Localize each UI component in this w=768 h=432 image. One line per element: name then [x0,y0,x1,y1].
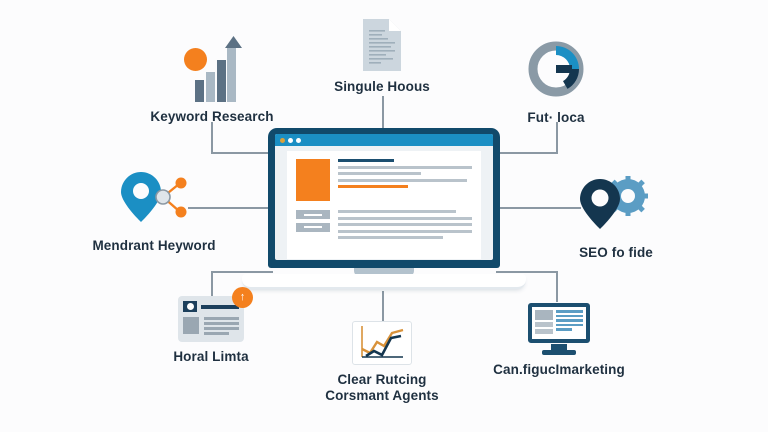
bar-chart-growth-icon [170,34,254,102]
connector-keyword-research-horizontal [211,152,273,154]
map-pin-gear-icon [576,175,656,238]
monitor-line [556,314,583,317]
monitor-foot [542,350,576,355]
connector-seo-fo-fide-horizontal [499,207,581,209]
card-thumbnail [183,317,199,334]
connector-fut-loca-horizontal [496,152,558,154]
text-line [338,229,472,233]
webpage-content [287,151,481,259]
text-line [338,210,456,213]
node-label: Mendrant Heyword [92,238,216,253]
window-dot-minimize-icon[interactable] [288,137,293,143]
node-label: SEO fo fide [579,245,653,260]
text-line [338,223,472,226]
monitor-line [556,323,583,326]
card-logo-icon [183,301,197,312]
node-fut-loca[interactable]: Fut· loca [506,40,606,126]
document-svg [363,19,401,71]
hero-image-placeholder [296,159,330,201]
laptop-hinge [242,268,526,289]
node-label: Singule Hoous [334,79,430,94]
text-line [338,172,422,175]
browser-titlebar [275,134,493,146]
node-configd-marketing[interactable]: Can.figucImarketing [493,303,625,378]
map-pin-gear-svg [580,176,648,229]
content-text-block [338,159,472,201]
sidebar-buttons [296,210,330,239]
connector-horal-limta-vertical [211,271,213,302]
map-pin-share-svg [121,172,187,222]
node-mendrant-heyword[interactable]: Mendrant Heyword [84,170,224,254]
window-dot-maximize-icon[interactable] [296,137,301,143]
node-label: Can.figucImarketing [493,362,625,377]
card-title-bar [201,304,239,309]
sidebar-button[interactable] [296,222,330,232]
laptop-browser-mockup [242,128,526,289]
laptop-base [242,274,526,289]
bar-chart-svg [195,36,242,102]
node-seo-fo-fide[interactable]: SEO fo fide [556,175,676,261]
connector-clear-rutcing-vertical [382,291,384,323]
badge-value: ↑ [239,291,246,303]
text-line [338,216,472,220]
connector-configd-marketing-horizontal [496,271,558,273]
window-dot-close-icon[interactable] [280,137,285,143]
monitor-line [556,328,573,331]
laptop-screen-frame [268,128,500,268]
monitor-line [556,310,583,313]
browser-window [275,134,493,260]
sidebar-button[interactable] [296,210,330,219]
article-card-icon: ↑ [178,287,253,342]
text-line [338,236,443,239]
map-pin-share-icon [115,170,193,231]
notification-badge: ↑ [232,287,253,308]
monitor-block [535,310,553,320]
heading-line [338,159,395,162]
monitor-block [535,322,553,327]
connector-mendrant-heyword-horizontal [188,207,270,209]
node-single-hoous[interactable]: Singule Hoous [326,18,438,95]
connector-horal-limta-horizontal [211,271,273,273]
node-label: Fut· loca [527,110,585,125]
monitor-stand [551,344,567,351]
node-label: Clear Rutcing Corsmant Agents [325,372,439,404]
node-label: Keyword Research [150,109,274,124]
connector-single-hoous-vertical [382,96,384,130]
node-keyword-research[interactable]: Keyword Research [146,34,278,125]
connector-fut-loca-vertical [556,122,558,154]
node-clear-rutcing[interactable]: Clear Rutcing Corsmant Agents [322,321,442,405]
trend-lines-svg [361,326,404,358]
document-icon [361,18,403,72]
card-text-lines [204,317,239,335]
text-line [338,165,472,169]
connector-keyword-research-vertical [211,122,213,154]
trend-lines-icon [352,321,412,365]
monitor-line [556,319,583,322]
highlight-link-line[interactable] [338,185,408,188]
laptop-notch [354,268,414,276]
body-text-block [338,210,472,239]
node-label: Horal Limta [173,349,249,364]
node-horal-limta[interactable]: ↑ Horal Limta [145,287,277,365]
monitor-block [535,329,553,334]
desktop-monitor-icon [528,303,590,355]
connector-configd-marketing-vertical [556,271,558,302]
text-line [338,178,467,182]
orange-accent-dot [184,48,207,71]
donut-chart-svg [528,41,584,97]
donut-chart-icon [527,40,585,103]
